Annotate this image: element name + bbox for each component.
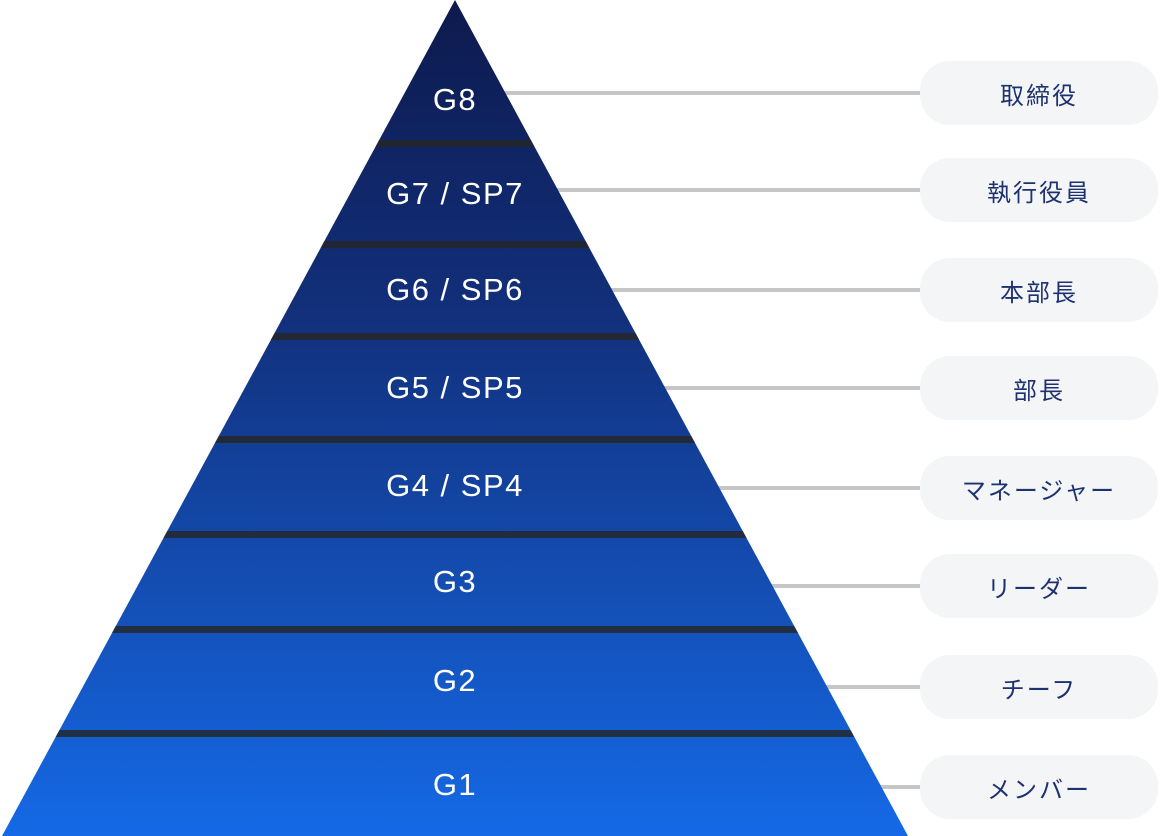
title-pill-label: 取締役 bbox=[1000, 82, 1078, 110]
level-separator bbox=[2, 626, 908, 633]
level-separator bbox=[2, 140, 908, 147]
connector-line bbox=[711, 486, 926, 490]
level-separator bbox=[2, 730, 908, 737]
level-separator bbox=[2, 333, 908, 340]
title-pill: メンバー bbox=[920, 755, 1158, 819]
connector-line bbox=[873, 785, 926, 789]
connector-line bbox=[497, 91, 926, 95]
title-pill-label: チーフ bbox=[1000, 676, 1078, 704]
pyramid-level-grade: G3 bbox=[432, 564, 478, 599]
title-pill: チーフ bbox=[920, 655, 1158, 719]
title-pill: リーダー bbox=[920, 554, 1158, 618]
title-pill: 本部長 bbox=[920, 258, 1158, 322]
title-pill: マネージャー bbox=[920, 456, 1158, 520]
connector-line bbox=[550, 188, 926, 192]
level-separator bbox=[2, 531, 908, 538]
connector-line bbox=[604, 288, 926, 292]
level-separator bbox=[2, 436, 908, 443]
title-pill-label: 本部長 bbox=[1000, 279, 1078, 307]
connector-line bbox=[819, 685, 926, 689]
pyramid-level-grade: G4 / SP4 bbox=[386, 468, 524, 503]
pyramid-level-grade: G7 / SP7 bbox=[386, 176, 524, 211]
pyramid-level-grade: G1 bbox=[432, 767, 478, 802]
level-separator bbox=[2, 241, 908, 248]
pyramid-level-grade: G2 bbox=[432, 663, 478, 698]
title-pill-label: マネージャー bbox=[961, 477, 1117, 505]
pyramid-level-grade: G6 / SP6 bbox=[386, 272, 524, 307]
title-pill-label: 部長 bbox=[1013, 377, 1065, 405]
connector-line bbox=[765, 584, 926, 588]
pyramid-level-grade: G5 / SP5 bbox=[386, 370, 524, 405]
title-pill-label: メンバー bbox=[987, 776, 1091, 804]
connector-line bbox=[657, 386, 926, 390]
title-pill-label: 執行役員 bbox=[987, 179, 1091, 207]
pyramid-level-grade: G8 bbox=[432, 82, 478, 117]
title-pill: 執行役員 bbox=[920, 158, 1158, 222]
title-pill: 取締役 bbox=[920, 61, 1158, 125]
title-pill: 部長 bbox=[920, 356, 1158, 420]
title-pill-label: リーダー bbox=[987, 575, 1091, 603]
